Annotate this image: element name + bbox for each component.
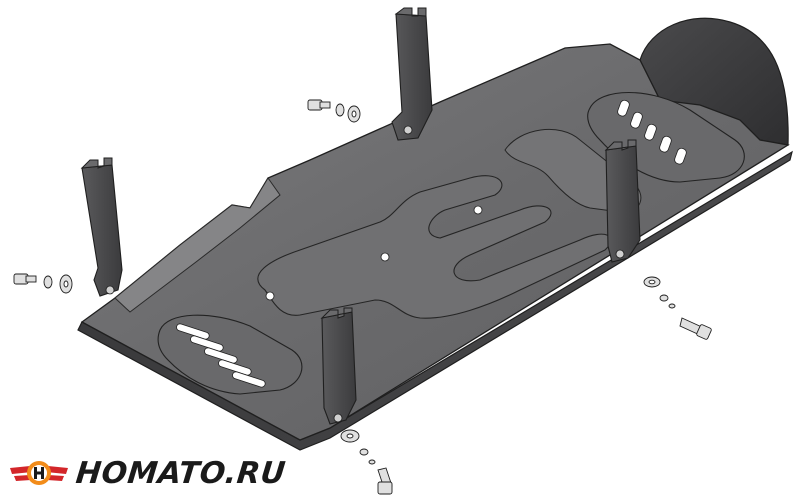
right-vent-slots bbox=[617, 99, 687, 165]
bracket-right-front bbox=[604, 139, 641, 263]
bracket-center-rear bbox=[391, 7, 433, 141]
embossed-rib bbox=[257, 175, 612, 319]
hardware-right bbox=[643, 276, 712, 340]
plate-left-lip bbox=[114, 177, 281, 313]
hardware-upper-center bbox=[307, 99, 361, 123]
left-vent-slots bbox=[176, 323, 266, 388]
homato-wings-logo-icon bbox=[10, 461, 68, 485]
bracket-center-front bbox=[320, 307, 357, 425]
hardware-bottom-center bbox=[340, 429, 393, 495]
plate-mounting-holes bbox=[265, 205, 483, 301]
brand-name: HOMATO.RU bbox=[74, 455, 288, 491]
brand-block: HOMATO.RU bbox=[8, 452, 288, 494]
hardware-left bbox=[13, 273, 73, 294]
bracket-left-rear bbox=[80, 157, 123, 297]
